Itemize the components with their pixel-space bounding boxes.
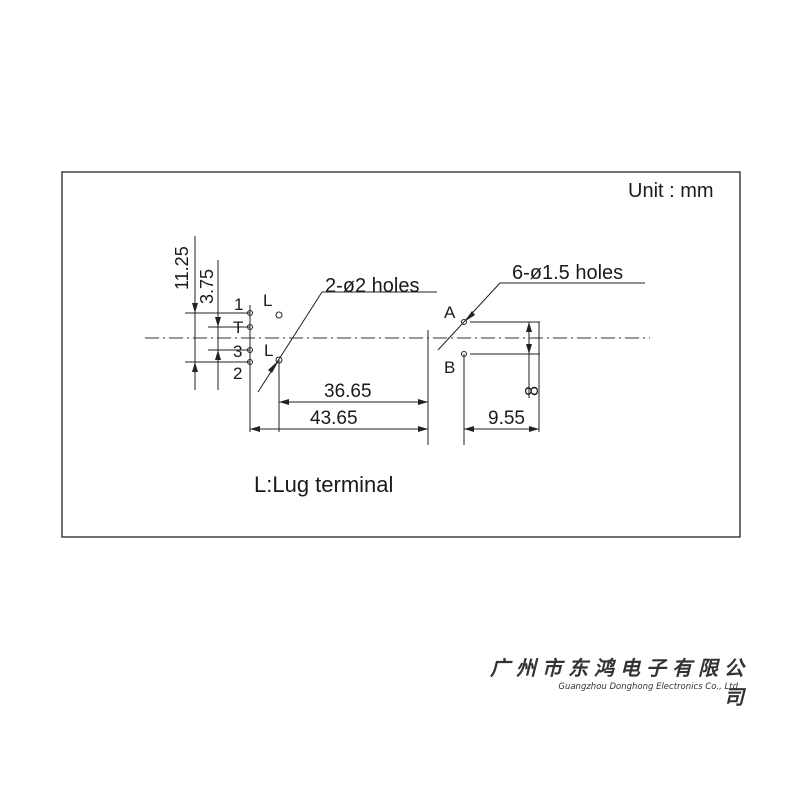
dim-lug-to-ab: 36.65 [324,381,372,402]
company-name-en: Guangzhou Donghong Electronics Co., Ltd [558,682,738,692]
pin-number-1: 1 [234,295,243,314]
hole-label-a: A [444,303,456,322]
callout-lug-holes: 2-ø2 holes [325,275,420,297]
pin-number-3: 3 [233,342,242,361]
company-name-cn: 广州市东鸿电子有限公司 [490,656,750,709]
lug-marker-top: L [263,291,272,310]
hole-label-b: B [444,358,455,377]
pin-holes-leader [437,282,645,351]
pin-hole-3 [247,347,253,353]
lug-holes [275,311,283,432]
dim-ab-spacing: 8 [522,386,542,396]
dim-ab-to-edge: 9.55 [488,408,525,429]
horizontal-dimensions [250,399,539,432]
dim-height-total: 11.25 [172,246,192,290]
legend-lug-terminal: L:Lug terminal [254,472,393,497]
unit-label: Unit : mm [628,180,714,202]
lug-holes-leader [257,291,437,393]
pin-hole-t [247,324,253,330]
drawing-frame [61,171,741,538]
pin-column [185,236,253,432]
pin-hole-1 [247,310,253,316]
pin-number-t: T [233,318,243,337]
pin-hole-2 [247,359,253,365]
ab-holes [427,319,540,445]
lug-marker-bottom: L [264,341,273,360]
dim-total-span: 43.65 [310,408,358,429]
callout-pin-holes: 6-ø1.5 holes [512,262,623,284]
dim-pin-pitch: 3.75 [197,269,217,304]
pin-number-2: 2 [233,364,242,383]
